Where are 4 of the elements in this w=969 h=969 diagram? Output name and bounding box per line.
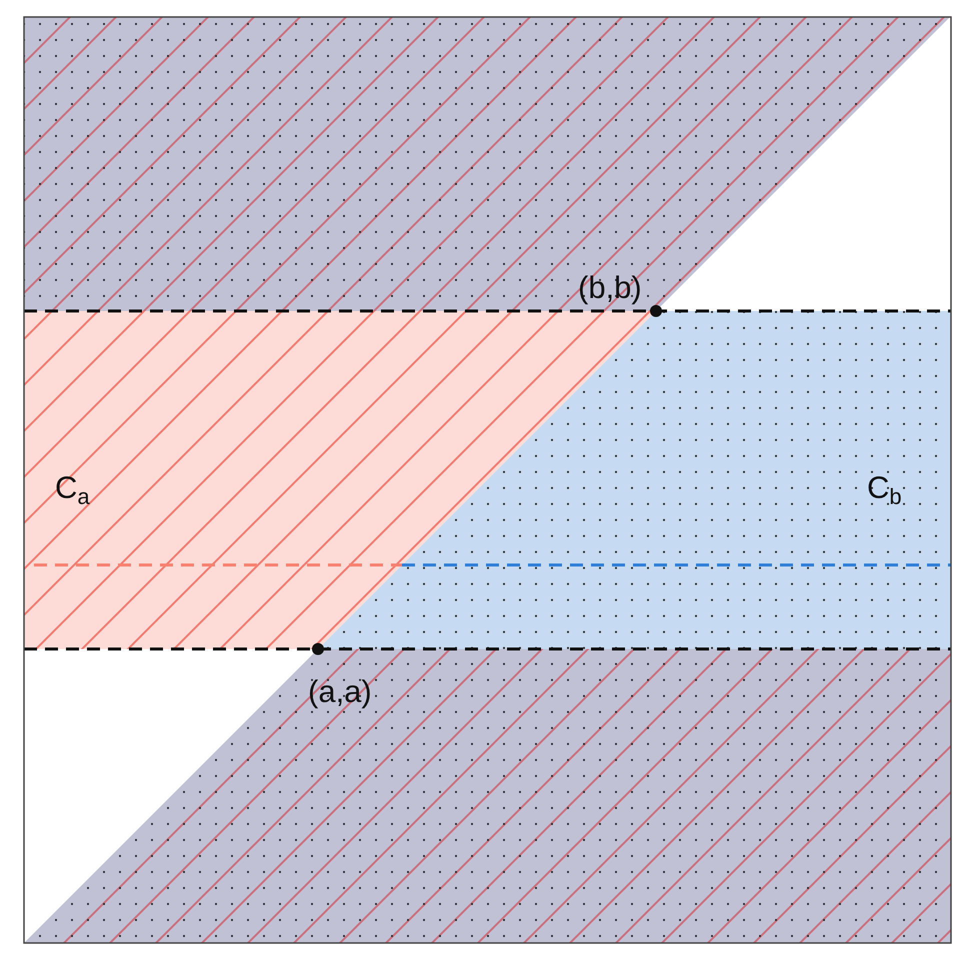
region-label: (b,b): [578, 272, 642, 303]
region-label: C$_{b}$: [867, 472, 902, 508]
region-label: C$_{a}$: [55, 472, 90, 508]
region-label: (a,a): [308, 676, 372, 707]
